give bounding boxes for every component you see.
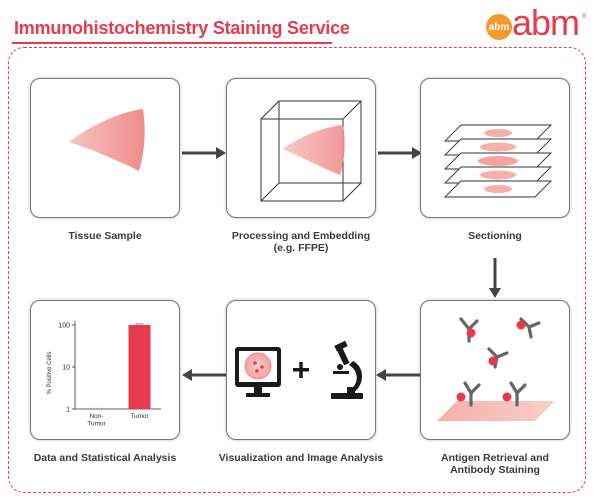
arrow-right-icon	[378, 147, 422, 159]
tissue-sample-illustration	[69, 109, 145, 171]
abm-logo: abm abm ®	[486, 2, 590, 43]
chart-bar	[85, 408, 108, 409]
chart-bar	[128, 325, 151, 409]
workflow-frame	[8, 47, 586, 493]
panel-visualization	[226, 300, 376, 440]
label-processing-embedding: Processing and Embedding (e.g. FFPE)	[216, 230, 386, 254]
visualization-illustration	[235, 340, 363, 399]
microscope-icon	[331, 340, 363, 399]
arrow-down-icon	[489, 258, 501, 298]
logo-badge: abm	[486, 14, 512, 40]
label-antigen-antibody: Antigen Retrieval and Antibody Staining	[410, 452, 580, 476]
chart-y-tick-label: 100	[58, 323, 70, 330]
label-antigen-line1: Antigen Retrieval and	[441, 452, 549, 464]
arrow-left-icon	[182, 369, 226, 381]
chart-y-tick-label: 1	[66, 407, 70, 414]
label-visualization: Visualization and Image Analysis	[218, 452, 384, 464]
antibody-staining-illustration	[437, 317, 555, 421]
label-processing-line2: (e.g. FFPE)	[273, 242, 329, 254]
label-processing-line1: Processing and Embedding	[231, 230, 371, 242]
panel-antigen-antibody	[420, 300, 570, 440]
label-antigen-line2: Antibody Staining	[450, 464, 540, 476]
arrow-right-icon	[182, 147, 226, 159]
chart-category-label: Tumor	[87, 421, 106, 428]
label-sectioning: Sectioning	[468, 230, 522, 242]
logo-text: abm	[512, 2, 580, 43]
label-data-analysis: Data and Statistical Analysis	[33, 452, 177, 464]
panel-tissue-sample	[30, 78, 180, 218]
sectioning-illustration	[443, 124, 553, 198]
embedding-cube-illustration	[260, 100, 362, 202]
label-tissue-sample: Tissue Sample	[68, 230, 142, 242]
chart-category-label: Non-	[89, 413, 103, 420]
chart-category-label: Tumor	[130, 413, 149, 420]
chart-y-axis-label: % Positive Cells	[47, 351, 53, 394]
title-underline	[12, 42, 332, 44]
arrow-left-icon	[376, 369, 420, 381]
logo-registered-mark: ®	[582, 14, 587, 20]
panel-processing-embedding	[226, 78, 376, 218]
panel-sectioning	[420, 78, 570, 218]
page-title: Immunohistochemistry Staining Service	[14, 18, 350, 38]
chart-y-tick-label: 10	[62, 365, 70, 372]
